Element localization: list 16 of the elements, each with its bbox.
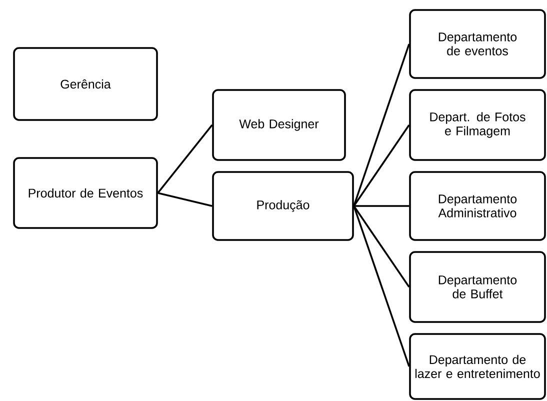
connector-line bbox=[353, 124, 410, 206]
connector-line bbox=[353, 44, 410, 206]
box: Produção bbox=[212, 171, 354, 241]
box: Depart. de Fotos e Filmagem bbox=[409, 89, 546, 161]
box: Departamento Administrativo bbox=[409, 171, 546, 241]
box: Web Designer bbox=[212, 89, 346, 161]
connector-line bbox=[354, 205, 410, 207]
connector-line bbox=[157, 124, 213, 194]
box: Departamento de eventos bbox=[409, 9, 546, 79]
box: Gerência bbox=[13, 47, 158, 121]
box: Produtor de Eventos bbox=[13, 157, 158, 229]
connector-line bbox=[353, 205, 410, 288]
box: Departamento de lazer e entretenimento bbox=[409, 333, 546, 400]
box: Departamento de Buffet bbox=[409, 251, 546, 323]
connector-line bbox=[158, 192, 212, 207]
connector-line bbox=[353, 206, 410, 367]
